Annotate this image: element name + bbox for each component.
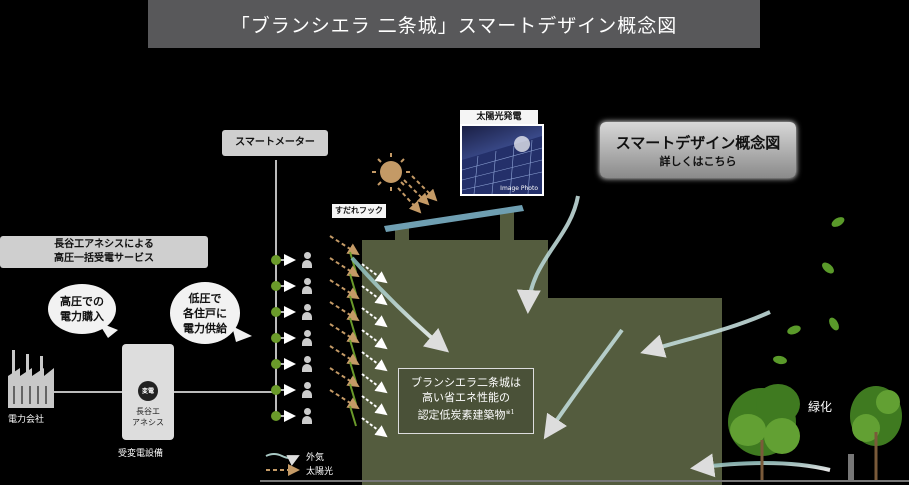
sunlight-arrow xyxy=(329,257,360,278)
sunlight-arrow xyxy=(329,323,360,344)
smart-meter-node xyxy=(271,255,281,265)
solar-photo: Image Photo xyxy=(460,124,544,196)
sunlight-arrow xyxy=(329,345,360,366)
meter-branches xyxy=(271,254,296,422)
wind-arrow-left xyxy=(350,256,450,353)
bubble-low-line-3: 電力供給 xyxy=(183,321,227,335)
concept-detail-button[interactable]: スマートデザイン概念図 詳しくはこちら xyxy=(600,122,796,178)
solar-image-caption: Image Photo xyxy=(500,185,538,192)
bulk-service-label: 長谷工アネシスによる 高圧一括受電サービス xyxy=(0,236,208,268)
smart-meter-node xyxy=(271,307,281,317)
legend-sunlight: 太陽光 xyxy=(306,467,334,477)
sudare-hook xyxy=(349,405,357,427)
building xyxy=(362,240,722,485)
substation-name-line-2: アネシス xyxy=(132,418,164,427)
building-note-footnote: ※1 xyxy=(505,409,515,416)
solar-panel-image xyxy=(462,136,542,194)
bubble-low-voltage: 低圧で 各住戸に 電力供給 xyxy=(170,282,240,344)
resident-icon xyxy=(302,278,312,294)
airflow-arrow xyxy=(361,329,388,350)
panel-pedestal-right xyxy=(500,212,514,242)
bubble-low-line-1: 低圧で xyxy=(188,291,222,305)
panel-pedestal-left xyxy=(395,228,409,242)
bubble-high-line-2: 電力購入 xyxy=(60,310,104,323)
airflow-arrow xyxy=(361,417,388,438)
sudare-hook xyxy=(349,273,357,295)
resident-icon xyxy=(302,330,312,346)
building-note-line-3-text: 認定低炭素建築物 xyxy=(417,408,506,422)
solar-panel xyxy=(384,205,524,232)
wind-arrow-roof xyxy=(516,195,580,314)
page-title: 「ブランシエラ 二条城」スマートデザイン概念図 xyxy=(148,0,760,48)
greenery-label: 緑化 xyxy=(808,400,833,414)
smart-meter-node xyxy=(271,281,281,291)
legend-symbols xyxy=(265,453,300,476)
building-note: ブランシエラ二条城は 高い省エネ性能の 認定低炭素建築物※1 xyxy=(398,368,534,434)
substation-name-line-1: 長谷エ xyxy=(136,407,160,416)
airflow-arrow xyxy=(361,285,388,306)
airflow-arrow xyxy=(361,263,388,284)
sudare-hook xyxy=(349,361,357,383)
building-note-line-2: 高い省エネ性能の xyxy=(422,391,510,404)
solar-label: 太陽光発電 xyxy=(460,110,538,124)
sunlight-arrow xyxy=(329,389,360,410)
bubble-low-tail xyxy=(232,326,252,342)
substation-badge: 変電 xyxy=(141,388,154,395)
legend-outside-air: 外気 xyxy=(306,453,325,463)
bubble-high-line-1: 高圧での xyxy=(60,295,104,308)
sudare-hook xyxy=(349,383,357,405)
airflow-arrow xyxy=(361,395,388,416)
sun-icon xyxy=(372,153,410,191)
power-plant-icon xyxy=(8,350,54,408)
resident-icon xyxy=(302,408,312,424)
bubble-low-line-2: 各住戸に xyxy=(183,306,227,320)
airflow-arrow xyxy=(361,351,388,372)
smart-meter-node xyxy=(271,359,281,369)
leaves xyxy=(773,217,845,365)
building-note-line-3: 認定低炭素建築物※1 xyxy=(399,405,533,423)
substation-badge-circle xyxy=(138,381,158,401)
wind-arrow-ground xyxy=(690,453,831,478)
sunlight-arrow xyxy=(329,367,360,388)
sudare-hook xyxy=(349,339,357,361)
smart-meter-node xyxy=(271,333,281,343)
cta-line-1: スマートデザイン概念図 xyxy=(615,133,781,152)
resident-icon xyxy=(302,382,312,398)
power-company-label: 電力会社 xyxy=(8,415,45,425)
cta-line-2: 詳しくはこちら xyxy=(659,154,737,168)
airflow-arrow xyxy=(361,373,388,394)
resident-icon xyxy=(302,356,312,372)
bulk-service-line-1: 長谷工アネシスによる xyxy=(54,239,154,250)
wind-arrow-center xyxy=(543,328,624,440)
wind-arrow-right xyxy=(640,310,771,358)
bubble-high-voltage: 高圧での 電力購入 xyxy=(48,284,116,334)
substation-name: 長谷エ アネシス xyxy=(122,406,174,428)
airflow-arrow xyxy=(361,307,388,328)
sunlight-arrow xyxy=(329,301,360,322)
sunlight-arrow xyxy=(329,235,360,256)
trees xyxy=(728,384,902,480)
resident-icon xyxy=(302,252,312,268)
sun-rays xyxy=(397,175,438,214)
resident-icon xyxy=(302,304,312,320)
sudare-hook xyxy=(349,317,357,339)
sudare-hook xyxy=(349,295,357,317)
bulk-service-line-2: 高圧一括受電サービス xyxy=(54,253,154,264)
smart-meter-node xyxy=(271,385,281,395)
substation-caption: 受変電設備 xyxy=(118,449,164,459)
smart-meter-node xyxy=(271,411,281,421)
sudare-hook-label: すだれフック xyxy=(332,204,386,218)
smart-meter-label: スマートメーター xyxy=(222,130,328,156)
sunlight-arrow xyxy=(329,279,360,300)
building-note-line-1: ブランシエラ二条城は xyxy=(411,376,521,389)
